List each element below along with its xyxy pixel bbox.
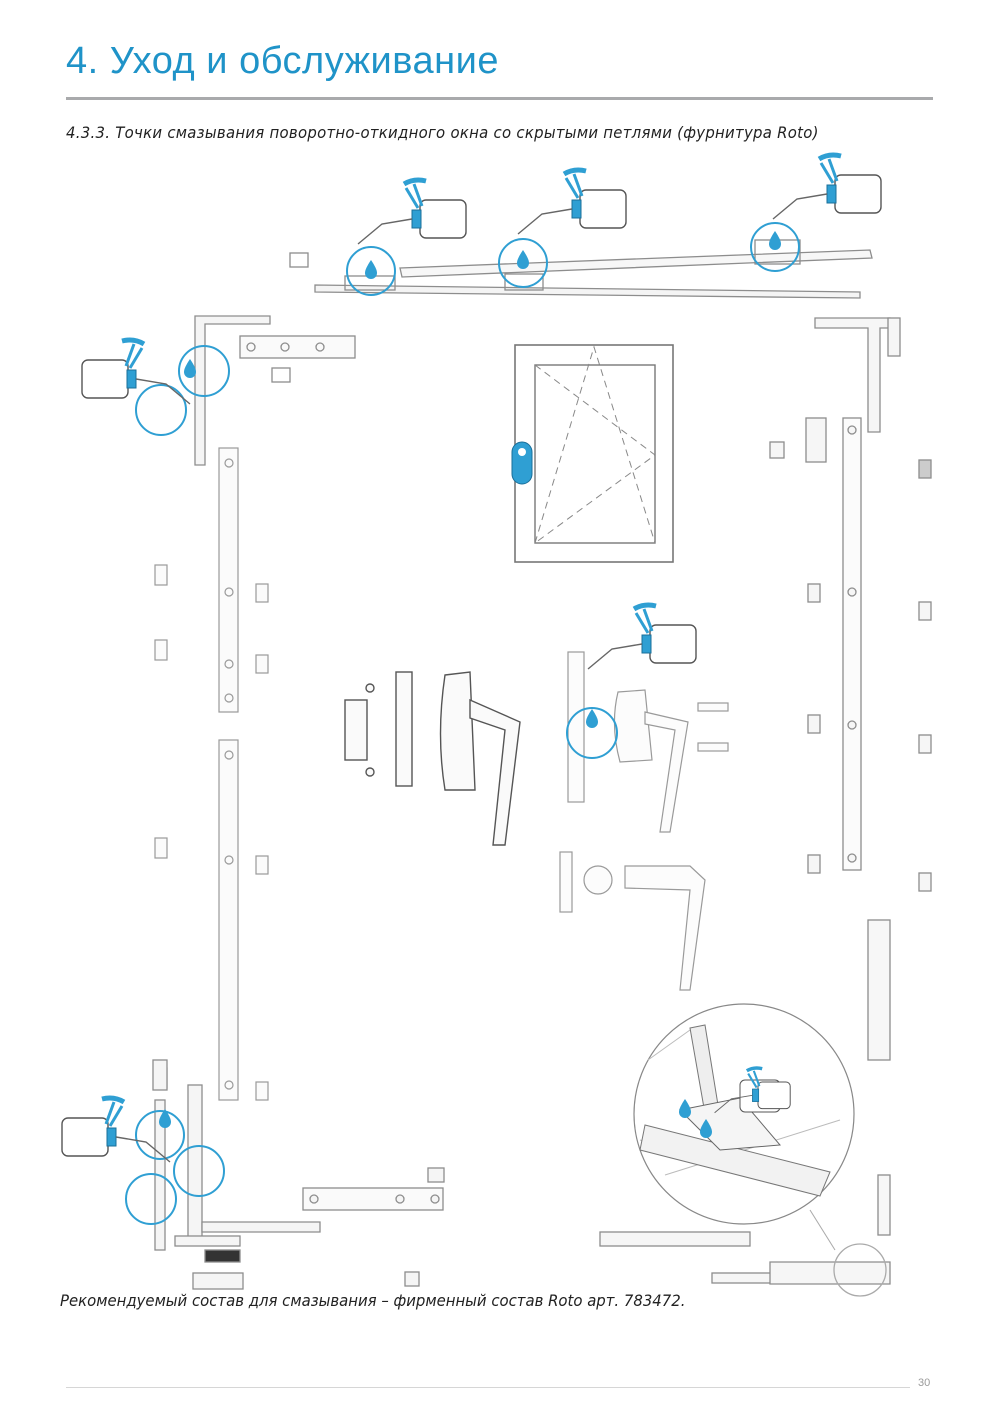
footer-rule [66,1387,910,1388]
left-rails [154,447,269,1101]
bottom-hinge [599,1231,891,1297]
window-sash-icon [511,344,674,563]
section-subtitle: 4.3.3. Точки смазывания поворотно-откидн… [66,123,819,142]
corner-drive-bottom-left [152,1059,445,1290]
corner-drive-top-right [769,317,932,892]
lubrication-points [125,222,800,1225]
corner-drive-top-left [194,315,356,466]
title-rule [66,97,933,100]
lubricant-recommendation: Рекомендуемый состав для смазывания – фи… [60,1291,686,1310]
right-lower-rail [867,919,891,1236]
page-number: 30 [918,1377,931,1389]
handle-assembly-right [559,651,729,991]
hinge-detail-magnifier [633,1003,855,1251]
window-handle-icon [344,671,521,846]
page-title: 4. Уход и обслуживание [66,40,500,82]
